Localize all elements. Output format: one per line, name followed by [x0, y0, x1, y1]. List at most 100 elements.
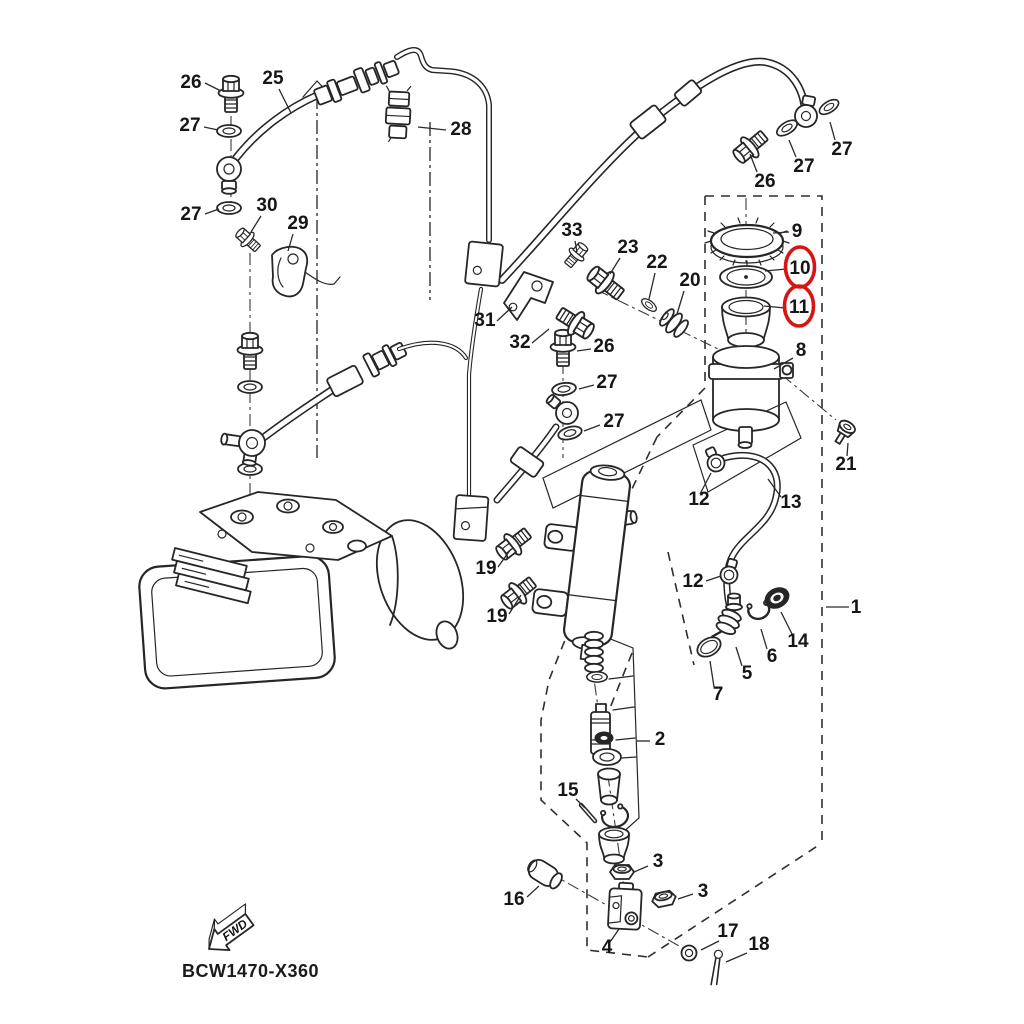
callout-27: 27	[179, 115, 200, 136]
piston-cup	[597, 767, 621, 806]
dashed-boundary-right	[705, 195, 823, 843]
callout-13: 13	[780, 492, 801, 513]
callout-27: 27	[793, 156, 814, 177]
callout-leader-6	[760, 628, 768, 650]
callout-leader-17	[700, 940, 720, 951]
callout-11: 11	[789, 297, 810, 318]
callout-8: 8	[796, 340, 807, 361]
highlight-circle-11	[782, 284, 816, 328]
callout-leader-4	[609, 928, 620, 943]
callout-leader-28	[417, 126, 447, 131]
washer-27	[216, 124, 242, 138]
hose-25-unions	[313, 59, 400, 106]
callout-leader-26	[576, 348, 592, 352]
callout-leader-27	[788, 139, 797, 158]
callout-19: 19	[486, 606, 507, 627]
callout-26: 26	[593, 336, 614, 357]
callout-9: 9	[792, 221, 803, 242]
callout-26: 26	[180, 72, 201, 93]
o-ring-7	[696, 636, 722, 658]
bolt-23	[581, 260, 630, 307]
diaphragm-11	[721, 296, 771, 348]
dashed-boundary-left-bottom	[540, 436, 658, 958]
return-spring	[584, 630, 604, 674]
callout-27: 27	[603, 411, 624, 432]
elbow-joint-5	[711, 592, 743, 638]
callout-leader-11	[763, 305, 786, 309]
callout-17: 17	[717, 921, 738, 942]
callout-leader-27	[203, 126, 219, 131]
callout-15: 15	[557, 780, 579, 801]
callout-leader-23	[609, 257, 621, 275]
hoses-and-pipes	[232, 47, 809, 542]
callout-leader-30	[250, 215, 262, 233]
callout-29: 29	[287, 213, 308, 234]
callout-leader-27	[204, 208, 220, 215]
callout-leader-14	[780, 611, 793, 635]
callout-27: 27	[831, 139, 852, 160]
dashed-boundary-bottom-diagonal	[647, 842, 823, 958]
master-cylinder	[531, 464, 638, 661]
banjo-fitting-mc	[545, 393, 579, 425]
axis-piston-kit	[587, 637, 631, 929]
washer-27	[550, 380, 578, 398]
kit-bracket-ticks	[608, 675, 637, 759]
hose-24-unions	[362, 341, 408, 378]
callout-leader-12	[705, 575, 722, 582]
washer-27	[216, 201, 242, 215]
callout-23: 23	[617, 237, 638, 258]
spring-retainer	[586, 671, 608, 683]
callout-leader-3	[677, 893, 694, 900]
callout-leader-32	[531, 328, 550, 344]
bolt-26	[727, 124, 774, 169]
callout-25: 25	[262, 68, 284, 89]
callout-1: 1	[851, 597, 862, 618]
callout-leader-19	[508, 594, 522, 615]
piston-seal	[594, 731, 614, 745]
callout-leader-31	[496, 306, 513, 322]
seal-grommet-14	[764, 587, 790, 609]
diagram-code: BCW1470-X360	[182, 961, 319, 981]
piston	[590, 703, 611, 755]
pin-15	[578, 802, 598, 824]
callout-2: 2	[655, 729, 666, 750]
mc-bracket-31	[503, 271, 554, 321]
callout-27: 27	[596, 372, 617, 393]
callout-28: 28	[450, 119, 471, 140]
mc-hose-sleeve	[509, 446, 545, 478]
abs-top-face	[199, 491, 393, 561]
callout-leader-26	[749, 153, 758, 173]
callout-leader-22	[648, 272, 656, 300]
clevis-group	[527, 859, 723, 986]
callout-12: 12	[688, 489, 709, 510]
callout-26: 26	[754, 171, 775, 192]
callout-leader-13	[767, 478, 782, 498]
hose-clamp-12	[700, 444, 729, 476]
reservoir-8	[708, 345, 794, 449]
piston-kit-2	[578, 630, 630, 865]
callout-3: 3	[698, 881, 709, 902]
reservoir-screw-21	[834, 419, 856, 445]
brake-hose-25	[232, 91, 322, 162]
pipe-joint-block-lower	[452, 494, 490, 542]
reservoir-group	[704, 217, 856, 449]
cotter-pin-18	[710, 949, 723, 986]
abs-port	[276, 498, 300, 514]
abs-port	[230, 509, 254, 525]
hose-24-sleeve	[326, 364, 364, 398]
callout-leader-7	[709, 660, 715, 688]
abs-port	[322, 520, 344, 534]
callout-leader-21	[846, 442, 849, 457]
locknut-3	[649, 888, 679, 910]
callout-leader-27	[583, 424, 601, 432]
callout-16: 16	[503, 889, 524, 910]
callout-leader-33	[574, 240, 578, 253]
callout-32: 32	[509, 332, 530, 353]
callout-leader-19	[497, 548, 512, 568]
callout-31: 31	[474, 310, 496, 331]
bolt-19	[490, 521, 537, 566]
push-rod-boot	[598, 826, 630, 865]
callout-leader-5	[735, 646, 743, 667]
